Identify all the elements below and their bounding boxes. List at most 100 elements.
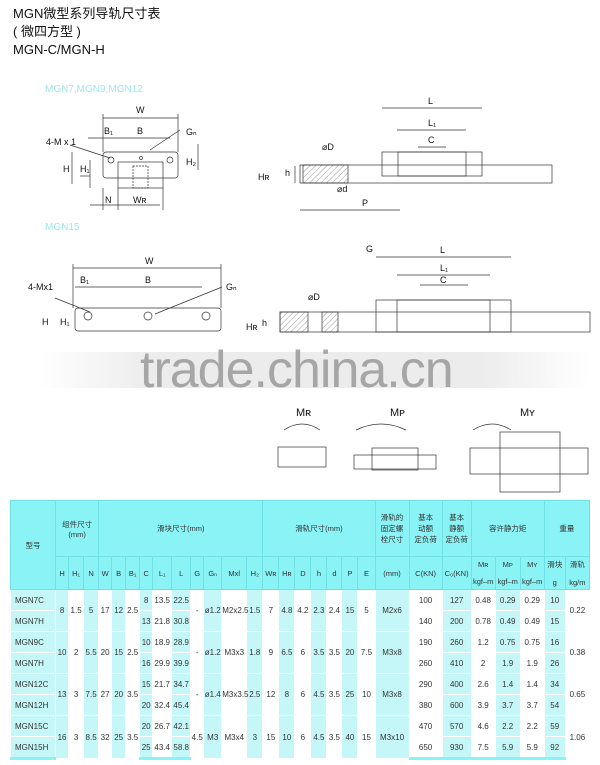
cell-N: 7.5 (83, 673, 100, 716)
cell-d: 3.5 (326, 715, 343, 759)
cell-D: 6 (294, 631, 312, 674)
moment-MY-label: Mʏ (520, 407, 535, 419)
cell-bolt: M3x8 (374, 673, 410, 716)
drawing2-label: MGN15 (45, 222, 80, 233)
dim2-HR: Hʀ (246, 322, 257, 332)
cell-H: 8 (55, 589, 70, 632)
dim-P: P (362, 198, 368, 208)
cell-MY: 0.75 (519, 631, 545, 653)
cell-H: 10 (55, 631, 70, 674)
header-weight: 重量 (543, 500, 591, 557)
page-title: MGN微型系列导轨尺寸表 (13, 6, 161, 21)
cell-L1: 21.7 (152, 673, 173, 695)
cell-MP: 0.49 (494, 610, 521, 632)
cell-L1: 18.9 (152, 631, 173, 653)
cell-L: 45.4 (171, 694, 192, 716)
dim-H: H (63, 164, 70, 174)
cell-g: 54 (543, 694, 566, 716)
cell-H1: 2 (68, 631, 85, 674)
cell-MR: 2.6 (470, 673, 496, 695)
cell-MR: 2 (470, 652, 496, 674)
cell-L: 28.9 (171, 631, 192, 653)
technical-drawings: W B₁ B Gₙ 4-M x 1 H H₁ H₂ N Wʀ L L₁ C ⌀D… (28, 96, 591, 493)
header-block: 滑块尺寸(mm) (98, 500, 264, 557)
cell-H2: 2.5 (246, 673, 264, 716)
cell-cdyn: 380 (408, 694, 443, 716)
cell-H1: 3 (68, 673, 85, 716)
cell-cstat: 600 (441, 694, 472, 716)
cell-H2: 1.8 (246, 631, 264, 674)
cell-d: 3.5 (326, 631, 343, 674)
header-H2: H₂ (246, 556, 264, 590)
header-d: d (326, 556, 343, 590)
cell-B: 15 (111, 631, 127, 674)
cell-MR: 4.6 (470, 715, 496, 737)
cell-MP: 0.75 (494, 631, 521, 653)
header-L: L (171, 556, 192, 590)
cell-E: 15 (357, 715, 376, 759)
cell-h: 4.5 (310, 673, 328, 716)
dim-L: L (428, 96, 433, 106)
header-cstat: C₀(KN) (441, 556, 472, 590)
dim2-G: G (366, 244, 373, 254)
cell-MY: 1.9 (519, 652, 545, 674)
cell-E: 10 (357, 673, 376, 716)
cell-C: 25 (139, 736, 154, 760)
cell-cstat: 260 (441, 631, 472, 653)
cell-Gn: ø1.2 (203, 631, 223, 674)
cell-P: 20 (341, 631, 359, 674)
header-Mxl: Mxl (221, 556, 248, 590)
dim-h: h (285, 168, 290, 178)
header-cdyn: C(KN) (408, 556, 443, 590)
drawing2-side-view (279, 256, 591, 333)
cell-Gn: M3 (203, 715, 223, 759)
cell-HR: 6.5 (278, 631, 296, 674)
model-name: MGN9C (9, 631, 57, 653)
cell-MP: 5.9 (494, 736, 521, 760)
cell-P: 15 (341, 589, 359, 632)
header-bolt: (mm) (374, 556, 410, 590)
header-WR: Wʀ (262, 556, 280, 590)
cell-L1: 21.8 (152, 610, 173, 632)
cell-C: 13 (139, 610, 154, 632)
header-MY-unit: kgf–m (522, 577, 543, 586)
cell-H: 13 (55, 673, 70, 716)
cell-cstat: 400 (441, 673, 472, 695)
header-MR-unit: kgf–m (472, 577, 494, 586)
dim2-C: C (440, 275, 447, 285)
header-L1: L₁ (152, 556, 173, 590)
cell-MP: 1.4 (494, 673, 521, 695)
cell-E: 5 (357, 589, 376, 632)
dim-d: ⌀d (337, 184, 347, 194)
model-name: MGN7H (9, 652, 57, 674)
cell-cdyn: 190 (408, 631, 443, 653)
cell-cstat: 127 (441, 589, 472, 611)
watermark: trade.china.cn (140, 341, 454, 399)
cell-rail: 1.06 (564, 715, 591, 759)
cell-cstat: 200 (441, 610, 472, 632)
cell-D: 4.2 (294, 589, 312, 632)
cell-cdyn: 140 (408, 610, 443, 632)
header-E: E (357, 556, 376, 590)
cell-g: 34 (543, 673, 566, 695)
cell-L: 22.5 (171, 589, 192, 611)
drawing2-front-view (54, 264, 223, 332)
cell-N: 5.5 (83, 631, 100, 674)
cell-cstat: 930 (441, 736, 472, 760)
cell-cstat: 570 (441, 715, 472, 737)
header-HR: Hʀ (278, 556, 296, 590)
header-h: h (310, 556, 328, 590)
header-model: 型号 (9, 500, 57, 590)
drawing1-label: MGN7,MGN9,MGN12 (45, 84, 143, 95)
dim-B: B (137, 126, 143, 136)
dim-L1: L₁ (428, 118, 436, 128)
cell-g: 16 (543, 631, 566, 653)
cell-H2: 1.5 (246, 589, 264, 632)
header-dynamic-load: 基本 动额 定负荷 (408, 500, 443, 557)
cell-bolt: M2x6 (374, 589, 410, 632)
cell-MR: 0.78 (470, 610, 496, 632)
